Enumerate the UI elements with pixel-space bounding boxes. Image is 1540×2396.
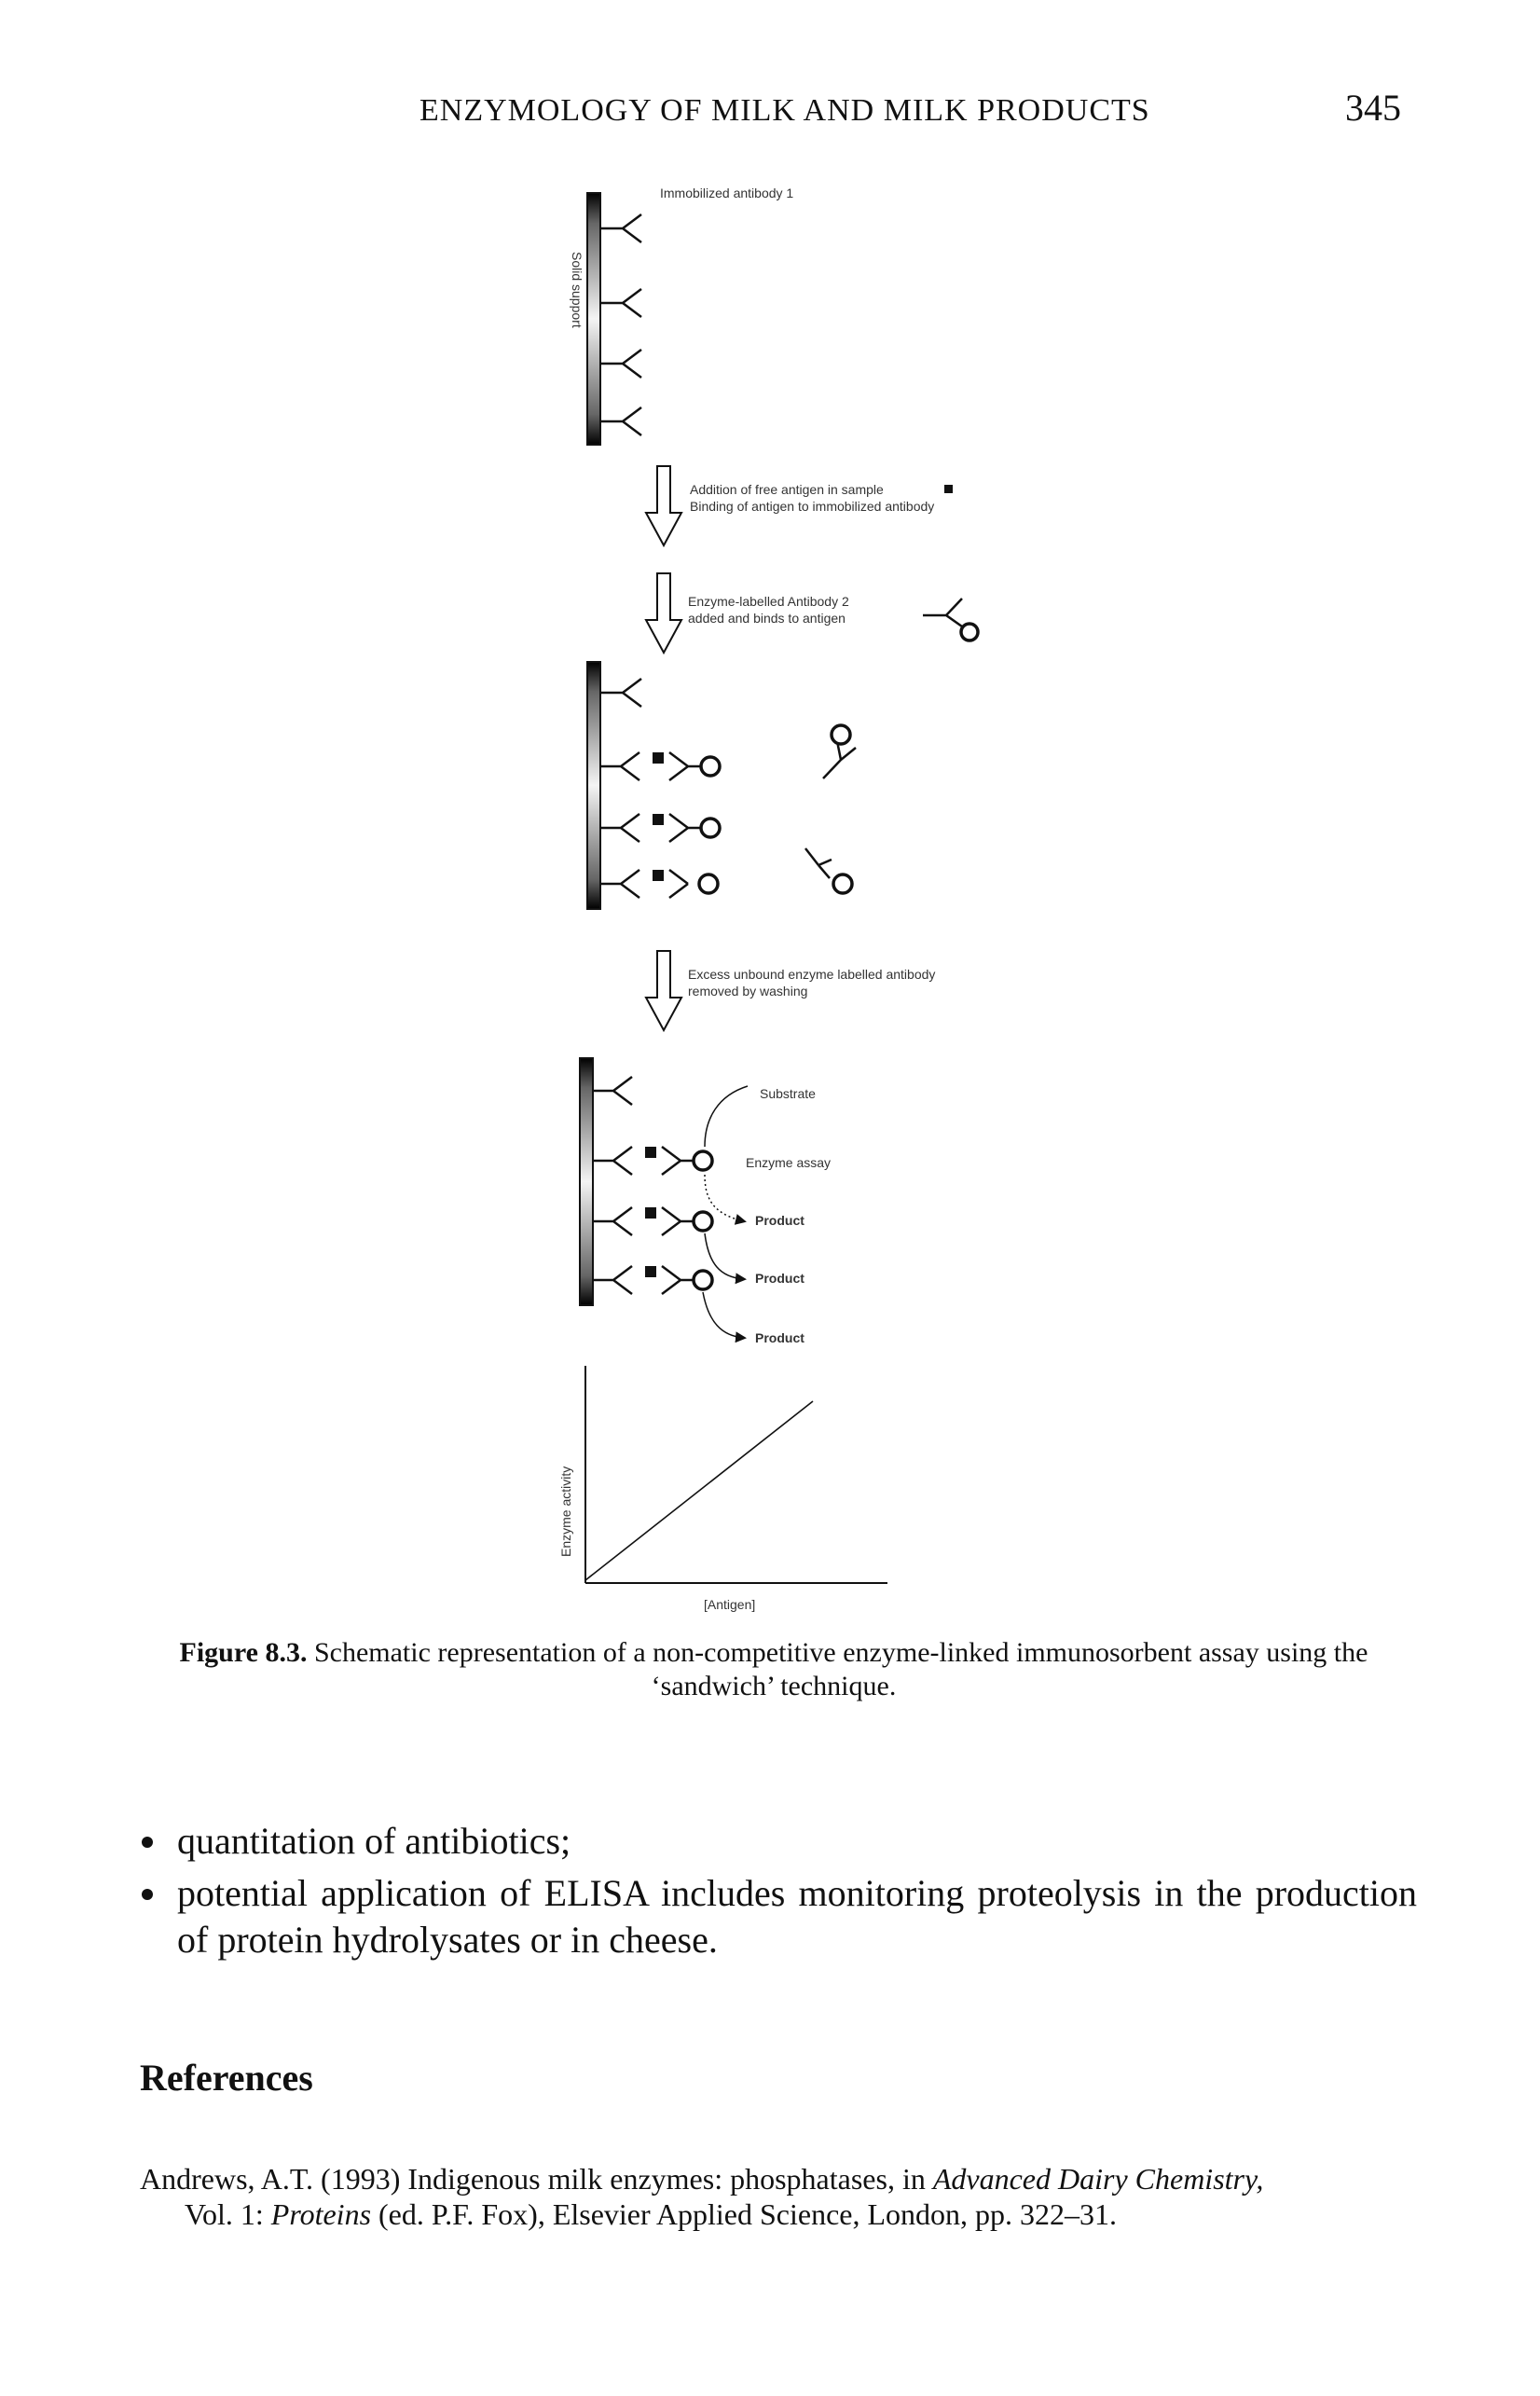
sandwich-complex [593,1265,714,1295]
product-arrow [702,1291,747,1343]
panel-enzyme-assay: Substrate Enzyme assay Product Product P… [579,1057,831,1345]
solid-support-bar [586,661,601,910]
substrate-label: Substrate [760,1086,816,1101]
enzyme-label-icon [832,873,854,895]
step1-line1: Addition of free antigen in sample [690,482,884,497]
enzyme-label-icon [959,622,980,642]
antibody-icon [600,213,642,243]
solid-support-bar [579,1057,594,1306]
substrate-pointer [704,1085,749,1148]
step-arrow-labelled-antibody: Enzyme-labelled Antibody 2 added and bin… [644,572,980,655]
labelled-antibody-icon [923,598,963,628]
step2-line1: Enzyme-labelled Antibody 2 [688,594,849,609]
elisa-schematic-figure: Solid support Immobilized antibody 1 Add… [558,186,980,1612]
enzyme-label-icon [697,873,720,895]
enzyme-label-icon [699,817,722,839]
standard-curve-graph: Enzyme activity [Antigen] [558,1366,887,1612]
enzyme-label-icon [692,1150,714,1172]
step-arrow-washing: Excess unbound enzyme labelled antibody … [644,950,935,1033]
step1-line2: Binding of antigen to immobilized antibo… [690,499,934,514]
reference-volume-title: Proteins [270,2197,372,2231]
figure-caption-label: Figure 8.3. [179,1637,308,1668]
standard-curve-line [584,1400,814,1581]
down-arrow-icon [644,950,683,1033]
antigen-square-icon [653,814,664,825]
solid-support-bar [586,192,601,446]
sandwich-complex [600,751,722,781]
graph-y-label: Enzyme activity [558,1467,573,1557]
step2-line2: added and binds to antigen [688,611,846,626]
enzyme-assay-label: Enzyme assay [746,1155,831,1170]
step-arrow-antigen-addition: Addition of free antigen in sample Bindi… [644,465,953,548]
product-arrow [704,1174,747,1225]
running-title: ENZYMOLOGY OF MILK AND MILK PRODUCTS [419,93,1150,128]
figure-caption-text: Schematic representation of a non-compet… [313,1637,1368,1701]
step3-line2: removed by washing [688,984,807,998]
panel-sandwich-complexes [586,661,857,910]
product-label: Product [755,1271,804,1286]
references-heading: References [140,2057,313,2099]
reference-text: Andrews, A.T. (1993) Indigenous milk enz… [140,2162,933,2196]
down-arrow-icon [644,572,683,655]
reference-book-title: Advanced Dairy Chemistry, [932,2162,1264,2196]
free-labelled-antibody [822,723,857,779]
bullet-item: potential application of ELISA includes … [140,1870,1417,1963]
product-label: Product [755,1330,804,1345]
antibody-icon [600,406,642,436]
free-labelled-antibody [804,847,854,895]
immobilized-antibody-label: Immobilized antibody 1 [660,186,793,200]
reference-text: (ed. P.F. Fox), Elsevier Applied Science… [371,2197,1118,2231]
reference-entry: Andrews, A.T. (1993) Indigenous milk enz… [140,2161,1417,2232]
down-arrow-icon [644,465,683,548]
enzyme-label-icon [699,755,722,778]
enzyme-label-icon [692,1269,714,1291]
enzyme-label-icon [830,723,852,746]
enzyme-label-icon [692,1210,714,1232]
reference-text: Vol. 1: [185,2197,271,2231]
graph-x-label: [Antigen] [704,1597,755,1612]
product-label: Product [755,1213,804,1228]
sandwich-complex [593,1146,714,1176]
solid-support-label: Solid support [570,252,584,328]
antibody-icon [600,678,642,708]
panel-immobilized-antibodies: Solid support Immobilized antibody 1 [570,186,793,446]
antigen-square-icon [653,870,664,881]
sandwich-complex [593,1206,714,1236]
product-arrow [704,1232,747,1285]
antigen-square-icon [653,752,664,764]
antigen-square-icon [944,485,953,493]
figure-caption: Figure 8.3. Schematic representation of … [140,1636,1408,1703]
antibody-icon [600,349,642,379]
bullet-item: quantitation of antibiotics; [140,1818,1417,1865]
page-number: 345 [1345,87,1401,129]
antibody-icon [593,1076,633,1106]
sandwich-complex [600,813,722,843]
sandwich-complex [600,869,720,899]
step3-line1: Excess unbound enzyme labelled antibody [688,967,935,982]
antibody-icon [600,288,642,318]
bullet-list: quantitation of antibiotics; potential a… [140,1818,1417,1969]
